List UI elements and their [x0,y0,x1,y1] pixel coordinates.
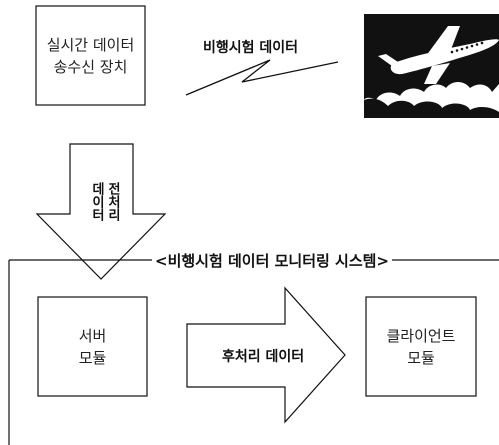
system-title: <비행시험 데이터 모니터링 시스템> [152,250,393,271]
client-module-label-line2: 모듈 [407,349,435,367]
postprocessed-label: 후처리 데이터 [222,349,305,365]
client-module-label: 클라이언트 모듈 [366,325,476,369]
airplane-in-clouds-icon [364,14,499,118]
client-module-box [365,296,477,397]
server-module-box [37,296,148,397]
server-module-label-line1: 서버 [78,327,107,345]
flight-data-label: 비행시험 데이터 [203,40,299,56]
client-module-label-line1: 클라이언트 [386,327,456,345]
preprocessed-label-line1: 전처리 [105,182,120,221]
transceiver-label-line2: 송수신 장치 [53,58,128,76]
transceiver-label-line1: 실시간 데이터 [46,36,135,54]
preprocessed-label-line2: 데이터 [89,182,104,221]
lightning-bolt-icon [185,59,339,96]
server-module-label: 서버 모듈 [38,325,147,369]
transceiver-box [35,5,146,106]
server-module-label-line2: 모듈 [78,349,107,367]
postprocessed-arrow [186,286,346,424]
preprocessed-label: 전처리 데이터 [89,182,120,221]
transceiver-label: 실시간 데이터 송수신 장치 [36,34,145,78]
preprocessed-arrow [35,143,167,280]
